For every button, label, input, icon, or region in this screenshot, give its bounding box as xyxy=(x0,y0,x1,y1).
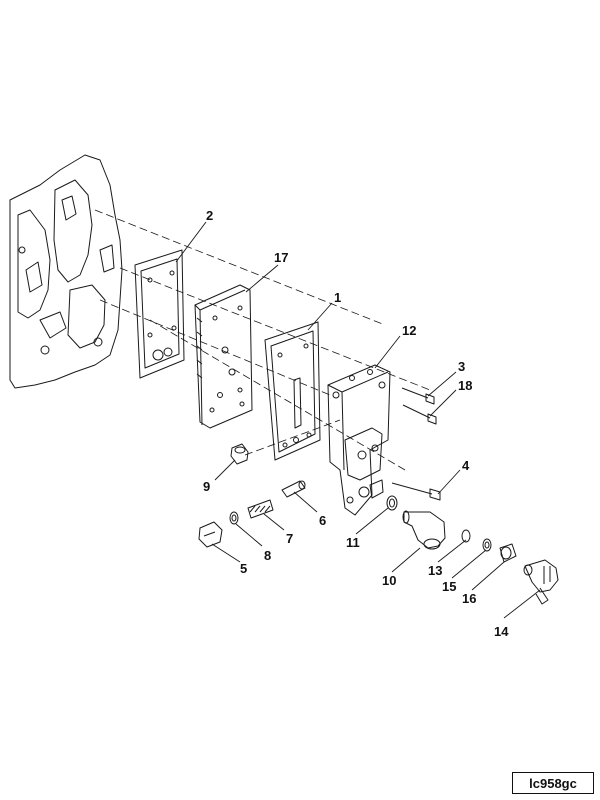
callout-15: 15 xyxy=(442,579,456,594)
callout-labels: 2 17 1 12 3 18 4 9 6 7 8 5 11 10 13 15 1… xyxy=(203,208,509,639)
spring-part-7 xyxy=(247,499,274,519)
o-ring-part-11 xyxy=(386,495,398,511)
callout-1: 1 xyxy=(334,290,341,305)
callout-3: 3 xyxy=(458,359,465,374)
gasket-part-1 xyxy=(264,321,321,461)
engine-block xyxy=(9,154,123,389)
oil-cooler-core-part-17 xyxy=(194,284,253,429)
sensor-part-14 xyxy=(523,559,559,605)
callout-7: 7 xyxy=(286,531,293,546)
reference-code-box: lc958gc xyxy=(512,772,594,794)
callout-13: 13 xyxy=(428,563,442,578)
bolt-part-18 xyxy=(402,404,437,425)
o-ring-part-13 xyxy=(461,529,471,543)
filter-head-part-12 xyxy=(327,364,391,516)
callout-17: 17 xyxy=(274,250,288,265)
callout-5: 5 xyxy=(240,561,247,576)
plug-part-9 xyxy=(230,443,249,465)
callout-12: 12 xyxy=(402,323,416,338)
valve-part-6 xyxy=(281,480,306,498)
callout-14: 14 xyxy=(494,624,509,639)
callout-8: 8 xyxy=(264,548,271,563)
bolt-part-4 xyxy=(391,482,441,501)
callout-18: 18 xyxy=(458,378,472,393)
callout-16: 16 xyxy=(462,591,476,606)
callout-4: 4 xyxy=(462,458,470,473)
elbow-fitting-part-10 xyxy=(402,510,446,550)
reference-code: lc958gc xyxy=(529,775,577,791)
washer-part-15 xyxy=(482,538,492,552)
alignment-lines xyxy=(94,209,431,471)
bolt-part-3 xyxy=(401,387,435,405)
callout-6: 6 xyxy=(319,513,326,528)
callout-9: 9 xyxy=(203,479,210,494)
adapter-part-16 xyxy=(499,543,517,563)
washer-part-8 xyxy=(229,511,239,525)
callout-10: 10 xyxy=(382,573,396,588)
leader-lines xyxy=(175,221,541,619)
callout-11: 11 xyxy=(346,535,360,550)
gasket-part-2 xyxy=(134,249,185,379)
plug-part-5 xyxy=(198,521,223,548)
callout-2: 2 xyxy=(206,208,213,223)
